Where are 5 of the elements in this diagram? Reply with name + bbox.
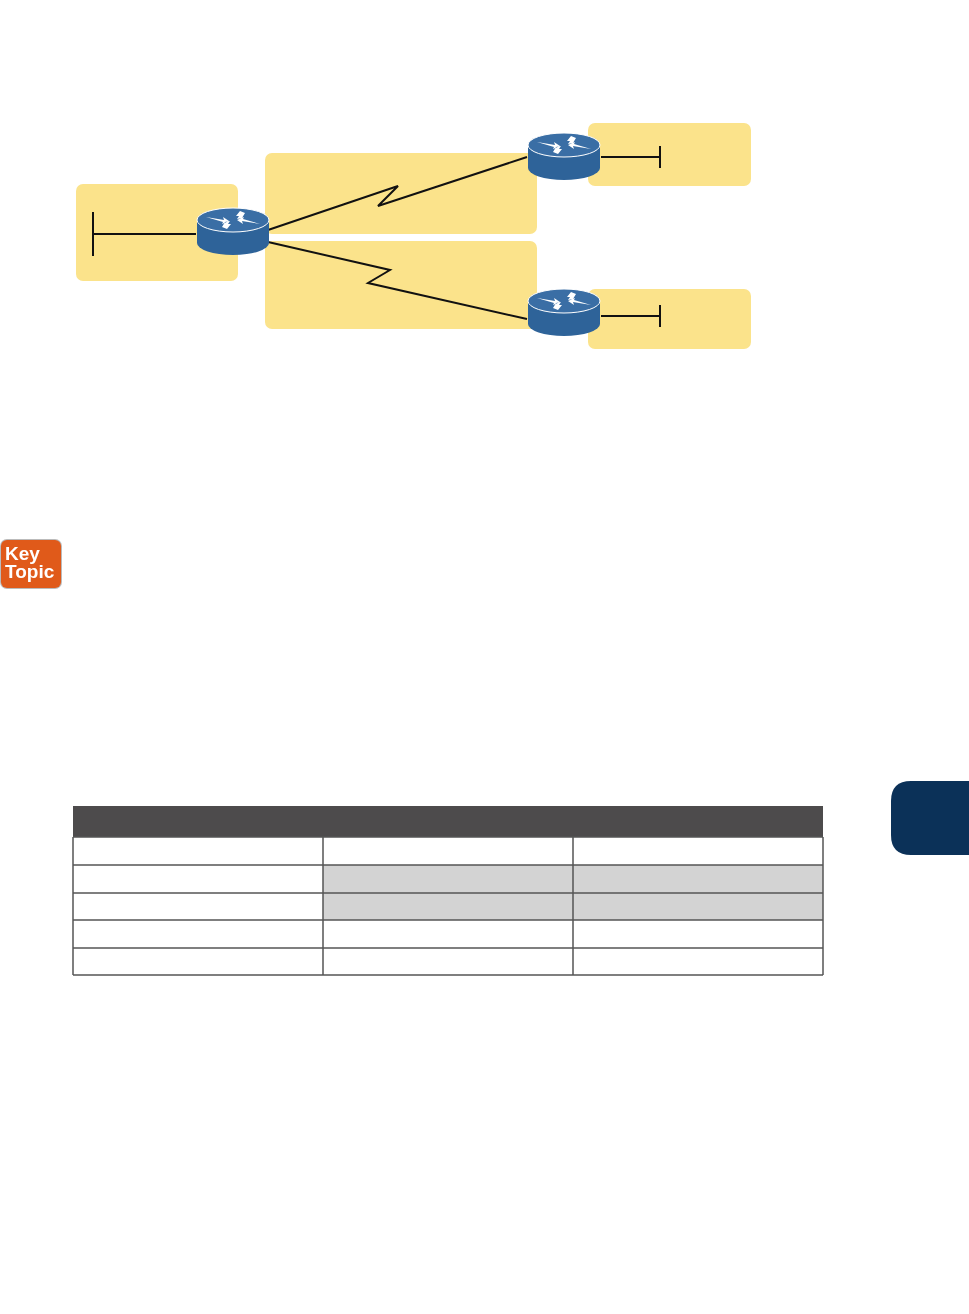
chapter-tab (891, 781, 969, 855)
router-icon (196, 207, 270, 257)
router-icon (527, 288, 601, 338)
router-icon (527, 132, 601, 182)
key-topic-badge: Key Topic (1, 540, 61, 588)
